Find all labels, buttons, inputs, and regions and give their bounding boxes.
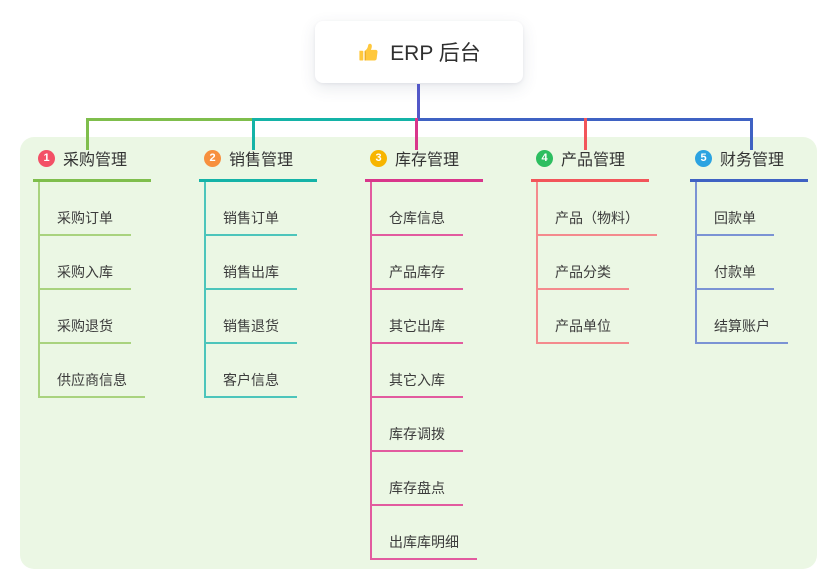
mindmap-child-row: 供应商信息 (40, 344, 151, 398)
mindmap-node[interactable]: 产品单位 (538, 319, 629, 344)
mindmap-node[interactable]: 其它出库 (372, 319, 463, 344)
branch-children: 采购订单采购入库采购退货供应商信息 (38, 182, 151, 398)
mindmap-node[interactable]: 出库库明细 (372, 535, 477, 560)
mindmap-child-row: 付款单 (697, 236, 808, 290)
branch-5: 5 财务管理回款单付款单结算账户 (690, 146, 808, 344)
mindmap-child-row: 库存调拨 (372, 398, 483, 452)
branch-children: 回款单付款单结算账户 (695, 182, 808, 344)
mindmap-child-row: 采购订单 (40, 182, 151, 236)
root-connector-line (417, 84, 420, 118)
mindmap-node[interactable]: 产品库存 (372, 265, 463, 290)
branches-panel (20, 137, 817, 569)
mindmap-child-row: 产品分类 (538, 236, 649, 290)
branch-drop-line (86, 118, 89, 150)
branch-title-label: 财务管理 (720, 152, 785, 169)
branch-children: 销售订单销售出库销售退货客户信息 (204, 182, 317, 398)
mindmap-child-row: 产品库存 (372, 236, 483, 290)
branch-number-badge: 2 (204, 149, 221, 167)
mindmap-child-row: 其它入库 (372, 344, 483, 398)
mindmap-child-row: 产品单位 (538, 290, 649, 344)
mindmap-child-row: 采购入库 (40, 236, 151, 290)
mindmap-node[interactable]: 产品分类 (538, 265, 629, 290)
mindmap-node[interactable]: 结算账户 (697, 319, 788, 344)
branch-children: 仓库信息产品库存其它出库其它入库库存调拨库存盘点出库库明细 (370, 182, 483, 560)
branch-title-label: 销售管理 (229, 152, 294, 169)
mindmap-node[interactable]: 采购入库 (40, 265, 131, 290)
branch-2: 2 销售管理销售订单销售出库销售退货客户信息 (199, 146, 317, 398)
mindmap-child-row: 销售订单 (206, 182, 317, 236)
mindmap-node[interactable]: 销售出库 (206, 265, 297, 290)
mindmap-child-row: 客户信息 (206, 344, 317, 398)
mindmap-node[interactable]: 销售退货 (206, 319, 297, 344)
branch-title-label: 采购管理 (63, 152, 128, 169)
branch-1: 1 采购管理采购订单采购入库采购退货供应商信息 (33, 146, 151, 398)
branch-title[interactable]: 4 产品管理 (531, 146, 649, 182)
mindmap-node[interactable]: 产品（物料） (538, 211, 657, 236)
branch-title-label: 库存管理 (395, 152, 460, 169)
branch-drop-line (750, 118, 753, 150)
branch-title[interactable]: 3 库存管理 (365, 146, 483, 182)
branch-number-badge: 5 (695, 149, 712, 167)
mindmap-child-row: 销售出库 (206, 236, 317, 290)
branch-drop-line (415, 118, 418, 150)
mindmap-node[interactable]: 其它入库 (372, 373, 463, 398)
mindmap-node[interactable]: 库存盘点 (372, 481, 463, 506)
root-title: ERP 后台 (390, 42, 481, 65)
mindmap-child-row: 结算账户 (697, 290, 808, 344)
branch-title[interactable]: 1 采购管理 (33, 146, 151, 182)
branch-number-badge: 1 (38, 149, 55, 167)
mindmap-node[interactable]: 销售订单 (206, 211, 297, 236)
mindmap-child-row: 回款单 (697, 182, 808, 236)
mindmap-node[interactable]: 付款单 (697, 265, 774, 290)
mindmap-node[interactable]: 采购订单 (40, 211, 131, 236)
mindmap-child-row: 产品（物料） (538, 182, 657, 236)
connector-bus-segment (254, 118, 418, 121)
branch-drop-line (584, 118, 587, 150)
branch-number-badge: 4 (536, 149, 553, 167)
branch-3: 3 库存管理仓库信息产品库存其它出库其它入库库存调拨库存盘点出库库明细 (365, 146, 483, 560)
connector-bus-segment (86, 118, 256, 121)
mindmap-child-row: 其它出库 (372, 290, 483, 344)
mindmap-node[interactable]: 采购退货 (40, 319, 131, 344)
branch-drop-line (252, 118, 255, 150)
mindmap-child-row: 库存盘点 (372, 452, 483, 506)
branch-title-label: 产品管理 (561, 152, 626, 169)
mindmap-node[interactable]: 供应商信息 (40, 373, 145, 398)
root-node[interactable]: ERP 后台 (315, 21, 523, 83)
branch-children: 产品（物料） 产品分类产品单位 (536, 182, 657, 344)
branch-title[interactable]: 5 财务管理 (690, 146, 808, 182)
thumbs-up-icon (359, 43, 378, 61)
mindmap-node[interactable]: 仓库信息 (372, 211, 463, 236)
branch-title[interactable]: 2 销售管理 (199, 146, 317, 182)
branch-4: 4 产品管理产品（物料） 产品分类产品单位 (531, 146, 657, 344)
mindmap-node[interactable]: 客户信息 (206, 373, 297, 398)
mindmap-node[interactable]: 回款单 (697, 211, 774, 236)
mindmap-child-row: 采购退货 (40, 290, 151, 344)
mindmap-node[interactable]: 库存调拨 (372, 427, 463, 452)
mindmap-child-row: 仓库信息 (372, 182, 483, 236)
branch-number-badge: 3 (370, 149, 387, 167)
mindmap-child-row: 出库库明细 (372, 506, 483, 560)
mindmap-child-row: 销售退货 (206, 290, 317, 344)
